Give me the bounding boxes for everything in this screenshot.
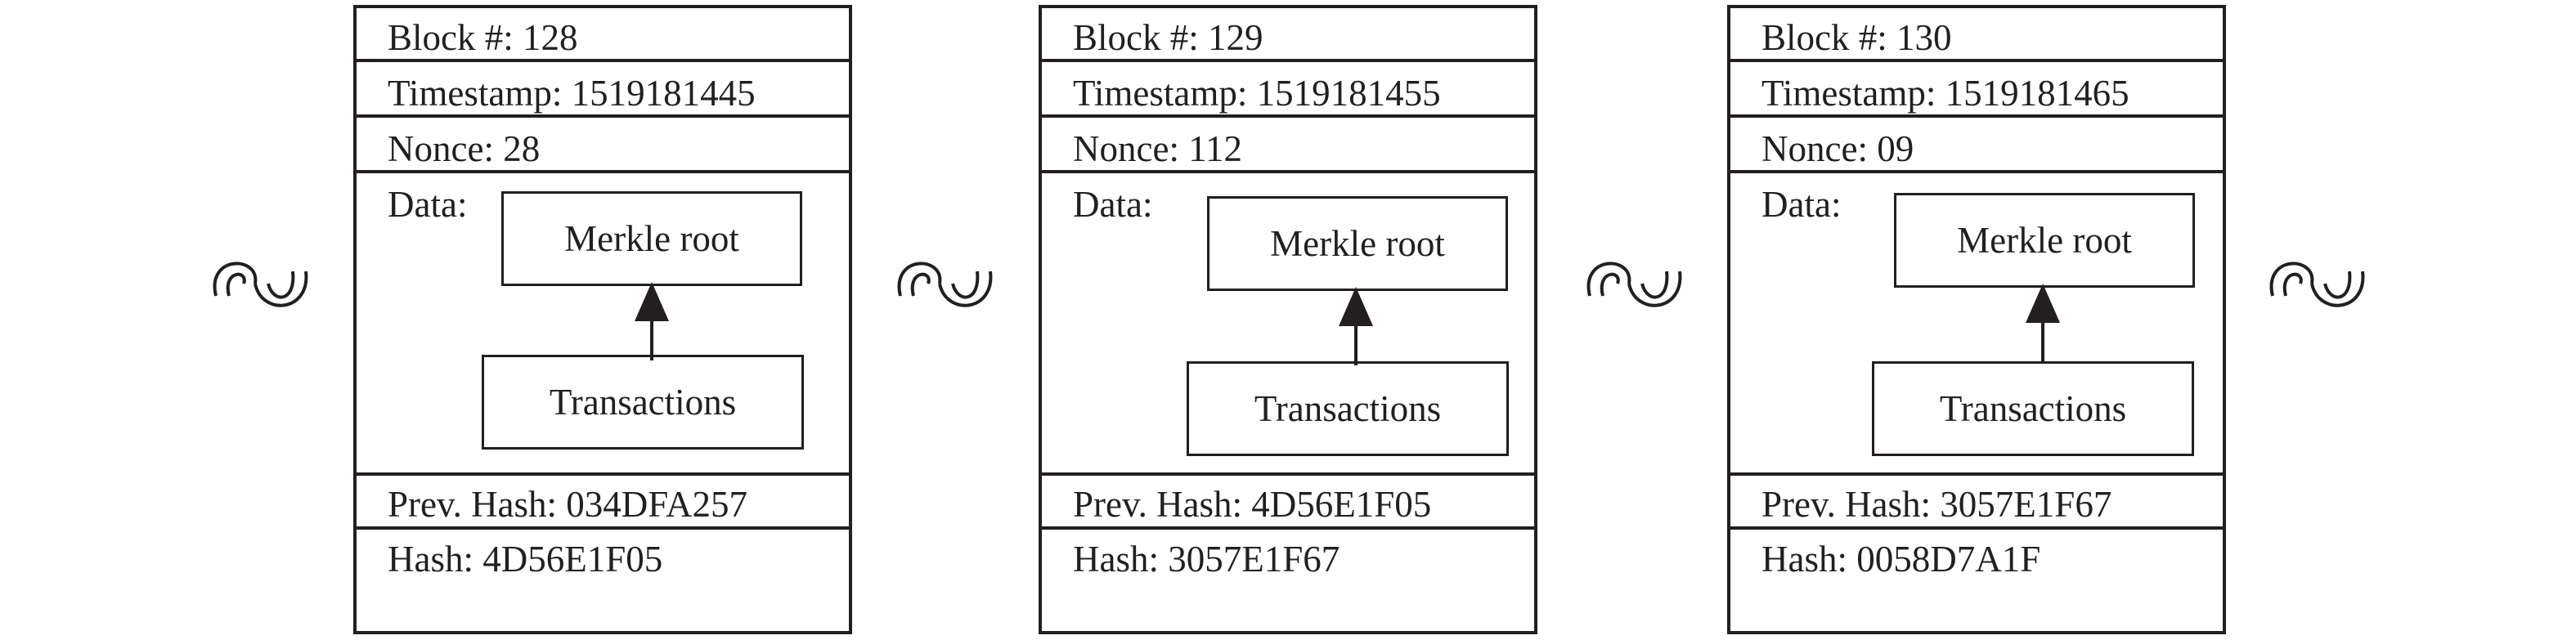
block-number: Block #: 129 xyxy=(1073,17,1263,58)
prev-hash: Prev. Hash: 4D56E1F05 xyxy=(1073,484,1432,525)
transactions-box: Transactions xyxy=(1872,361,2194,456)
timestamp: Timestamp: 1519181445 xyxy=(388,73,756,114)
divider xyxy=(357,526,849,530)
data-label: Data: xyxy=(388,184,468,225)
divider xyxy=(1730,526,2223,530)
hash: Hash: 3057E1F67 xyxy=(1073,539,1340,580)
data-label: Data: xyxy=(1761,184,1842,225)
divider xyxy=(357,472,849,476)
prev-hash: Prev. Hash: 3057E1F67 xyxy=(1761,484,2112,525)
timestamp: Timestamp: 1519181455 xyxy=(1073,73,1441,114)
divider xyxy=(357,114,849,118)
arrow-up-icon xyxy=(635,282,669,360)
arrow-up-icon xyxy=(2026,284,2060,362)
chain-link-icon xyxy=(213,262,308,307)
merkle-root-box: Merkle root xyxy=(1207,196,1508,291)
merkle-root-box: Merkle root xyxy=(1894,193,2195,288)
arrow-up-icon xyxy=(1339,287,1373,365)
block-129: Block #: 129 Timestamp: 1519181455 Nonce… xyxy=(1039,5,1537,634)
hash: Hash: 4D56E1F05 xyxy=(388,539,663,580)
block-130: Block #: 130 Timestamp: 1519181465 Nonce… xyxy=(1727,5,2226,634)
divider xyxy=(1042,526,1534,530)
divider xyxy=(1730,170,2223,173)
nonce: Nonce: 09 xyxy=(1761,128,1914,169)
merkle-root-box: Merkle root xyxy=(501,191,802,286)
divider xyxy=(1042,170,1534,173)
chain-link-icon xyxy=(1586,262,1682,307)
block-128: Block #: 128 Timestamp: 1519181445 Nonce… xyxy=(353,5,852,634)
divider xyxy=(1730,114,2223,118)
data-label: Data: xyxy=(1073,184,1153,225)
divider xyxy=(357,59,849,62)
divider xyxy=(1042,472,1534,476)
prev-hash: Prev. Hash: 034DFA257 xyxy=(388,484,747,525)
transactions-box: Transactions xyxy=(1187,361,1509,456)
divider xyxy=(1042,114,1534,118)
divider xyxy=(1730,59,2223,62)
divider xyxy=(1042,59,1534,62)
transactions-box: Transactions xyxy=(482,355,804,450)
nonce: Nonce: 112 xyxy=(1073,128,1243,169)
hash: Hash: 0058D7A1F xyxy=(1761,539,2041,580)
chain-link-icon xyxy=(897,262,993,307)
block-number: Block #: 130 xyxy=(1761,17,1952,58)
divider xyxy=(357,170,849,173)
divider xyxy=(1730,472,2223,476)
block-number: Block #: 128 xyxy=(388,17,578,58)
chain-link-icon xyxy=(2269,262,2365,307)
timestamp: Timestamp: 1519181465 xyxy=(1761,73,2129,114)
nonce: Nonce: 28 xyxy=(388,128,541,169)
